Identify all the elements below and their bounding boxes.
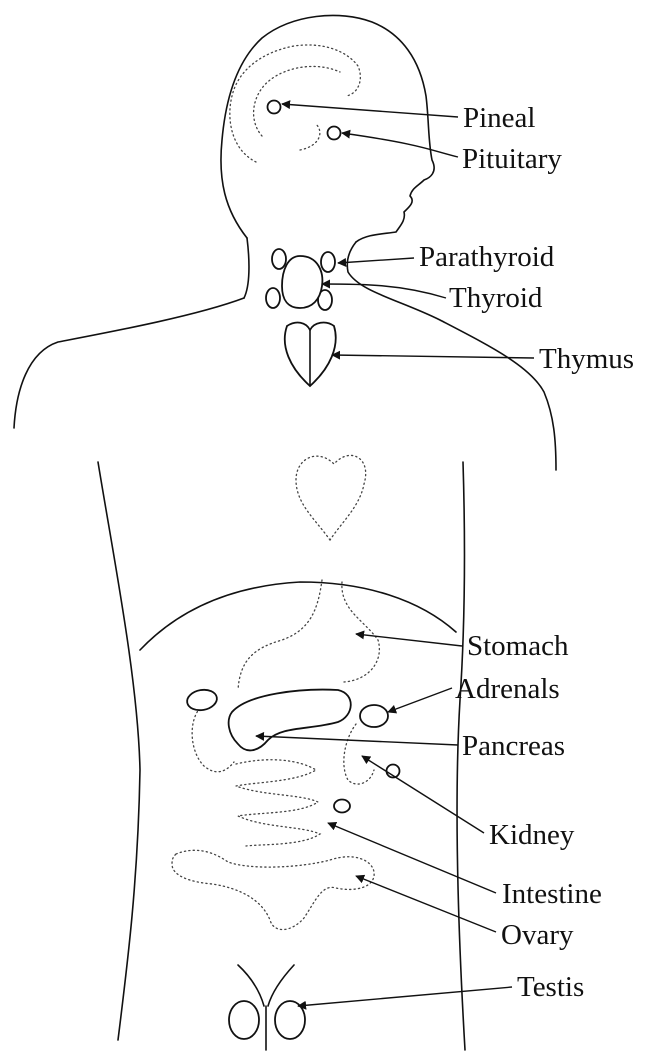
stomach-outline — [238, 580, 379, 690]
labels: Pineal Pituitary Parathyroid Thyroid Thy… — [419, 102, 634, 1003]
label-pancreas: Pancreas — [462, 730, 565, 762]
arrow-stomach — [356, 634, 462, 646]
arrow-adrenals — [388, 688, 452, 712]
label-intestine: Intestine — [502, 878, 602, 910]
testis-right — [275, 1001, 305, 1039]
parathyroid-gland-upper-right — [321, 252, 335, 272]
pancreas-gland — [229, 690, 351, 751]
thyroid-gland — [282, 256, 322, 308]
adrenal-gland-left — [185, 688, 218, 713]
neck-left — [244, 238, 249, 298]
label-parathyroid: Parathyroid — [419, 241, 555, 273]
small-intestine — [236, 760, 320, 846]
colon-right — [344, 724, 374, 784]
pelvis-outline — [172, 850, 374, 929]
arrow-intestine — [328, 823, 496, 893]
torso-left — [98, 462, 140, 1040]
arrow-pituitary — [342, 133, 458, 157]
label-ovary: Ovary — [501, 919, 574, 951]
parathyroid-gland-upper-left — [272, 249, 286, 269]
arrow-pancreas — [256, 736, 458, 745]
pituitary-gland — [328, 127, 341, 140]
brain-inner — [254, 66, 340, 150]
leader-arrows — [256, 104, 534, 1006]
arrow-testis — [298, 987, 512, 1006]
brain-outline — [230, 45, 361, 162]
arrow-kidney — [362, 756, 484, 833]
label-kidney: Kidney — [489, 819, 575, 851]
adrenal-gland-right — [360, 705, 388, 727]
ovary-gland — [334, 800, 350, 813]
testis-left — [229, 1001, 259, 1039]
left-shoulder — [14, 298, 244, 428]
label-thyroid: Thyroid — [449, 282, 543, 314]
head-outline — [221, 15, 434, 242]
label-pituitary: Pituitary — [462, 143, 562, 175]
label-pineal: Pineal — [463, 102, 536, 134]
arrow-parathyroid — [338, 258, 414, 263]
label-thymus: Thymus — [539, 343, 634, 375]
pineal-gland — [268, 101, 281, 114]
internal-structures — [172, 45, 379, 930]
label-adrenals: Adrenals — [455, 673, 560, 705]
glands — [185, 101, 399, 1051]
label-stomach: Stomach — [467, 630, 569, 662]
arrow-pineal — [282, 104, 458, 117]
heart-outline — [296, 455, 366, 540]
liver-outline — [192, 708, 234, 772]
parathyroid-gland-lower-left — [266, 288, 280, 308]
label-testis: Testis — [517, 971, 584, 1003]
